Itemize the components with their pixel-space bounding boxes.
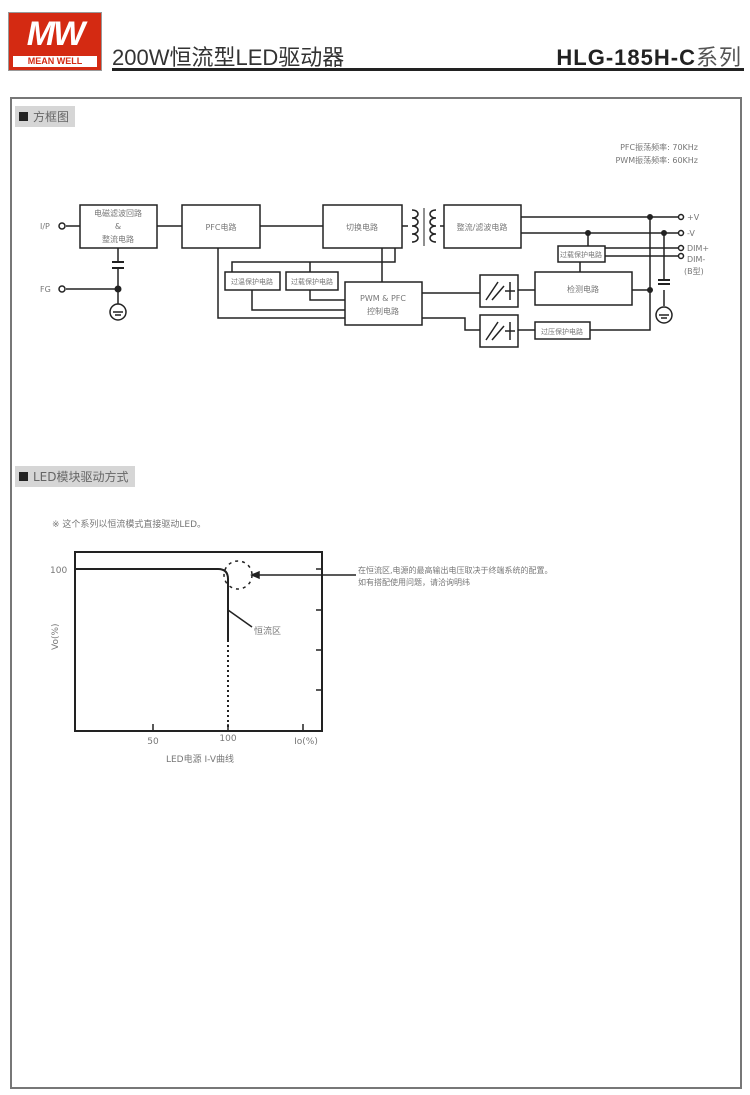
block-switch: 切换电路: [346, 222, 378, 232]
iv-chart: 100 Vo(%) 50 100 Io(%) LED电源 I-V曲线 恒流区 在…: [50, 551, 553, 765]
series-suffix: 系列: [695, 45, 742, 70]
chart-frame: [74, 551, 323, 732]
block-control-title: PWM & PFC: [360, 294, 406, 303]
block-emi-amp: &: [115, 222, 121, 231]
earth-ground-icon: [109, 303, 127, 321]
content-frame: [10, 97, 742, 1089]
optocoupler-icon: [479, 274, 519, 308]
constant-current-label: 恒流区: [254, 625, 281, 637]
terminal-ip: I/P: [40, 222, 50, 231]
block-olp: 过载保护电路: [291, 277, 333, 286]
block-control: 控制电路: [367, 306, 399, 316]
y-tick-100: 100: [50, 566, 67, 576]
header-rule: [112, 68, 744, 71]
y-axis-label: Vo(%): [51, 623, 61, 650]
series-name: HLG-185H-C系列: [556, 40, 742, 72]
led-drive-note: ※ 这个系列以恒流模式直接驱动LED。: [52, 518, 206, 530]
block-rectifier: 整流电路: [102, 234, 134, 244]
optocoupler-icon: [479, 314, 519, 348]
model: HLG-185H-C: [556, 45, 696, 70]
pfc-freq-note: PFC振荡频率: 70KHz: [620, 142, 698, 152]
terminal-dimn: DIM-: [687, 255, 705, 264]
leader-line: [227, 609, 253, 628]
iv-curve: [75, 568, 229, 640]
section-title: 方框图: [33, 110, 70, 124]
x-tick-50: 50: [147, 737, 159, 747]
square-bullet-icon: [19, 472, 28, 481]
terminal-pv: +V: [687, 213, 700, 222]
annotation-line-1: 在恒流区,电源的最高输出电压取决于终端系统的配置。: [358, 565, 553, 575]
block-otp: 过温保护电路: [231, 277, 273, 286]
block-olp-2: 过载保护电路: [560, 250, 602, 259]
section-led-drive: LED模块驱动方式: [15, 466, 135, 487]
square-bullet-icon: [19, 112, 28, 121]
section-title: LED模块驱动方式: [33, 470, 129, 484]
logo-text: MEAN WELL: [13, 56, 97, 67]
x-tick-100: 100: [219, 734, 236, 744]
terminal-btype: (B型): [684, 267, 704, 276]
block-pfc: PFC电路: [205, 222, 236, 232]
terminal-dimp: DIM+: [687, 244, 709, 253]
x-axis-label: Io(%): [294, 737, 318, 747]
logo-mark: MW: [26, 15, 85, 53]
annotation-line-2: 如有搭配使用问题，请洽询明纬: [358, 577, 470, 587]
arrow-head-icon: [250, 570, 260, 580]
axis-ticks: [152, 568, 322, 731]
earth-ground-icon: [655, 306, 673, 324]
chart-caption: LED电源 I-V曲线: [166, 753, 234, 765]
mean-well-logo: MW MEAN WELL: [8, 12, 102, 71]
terminal-nv: -V: [687, 229, 695, 238]
pwm-freq-note: PWM振荡频率: 60KHz: [615, 155, 698, 165]
page-title: 200W恒流型LED驱动器: [112, 45, 345, 70]
section-block-diagram: 方框图: [15, 106, 76, 127]
terminal-fg: FG: [40, 285, 51, 294]
block-emi: 电磁滤波回路: [94, 208, 142, 218]
block-detect: 检测电路: [567, 284, 599, 294]
block-rect-filter: 整流/滤波电路: [457, 222, 508, 232]
block-ovp: 过压保护电路: [541, 327, 583, 336]
